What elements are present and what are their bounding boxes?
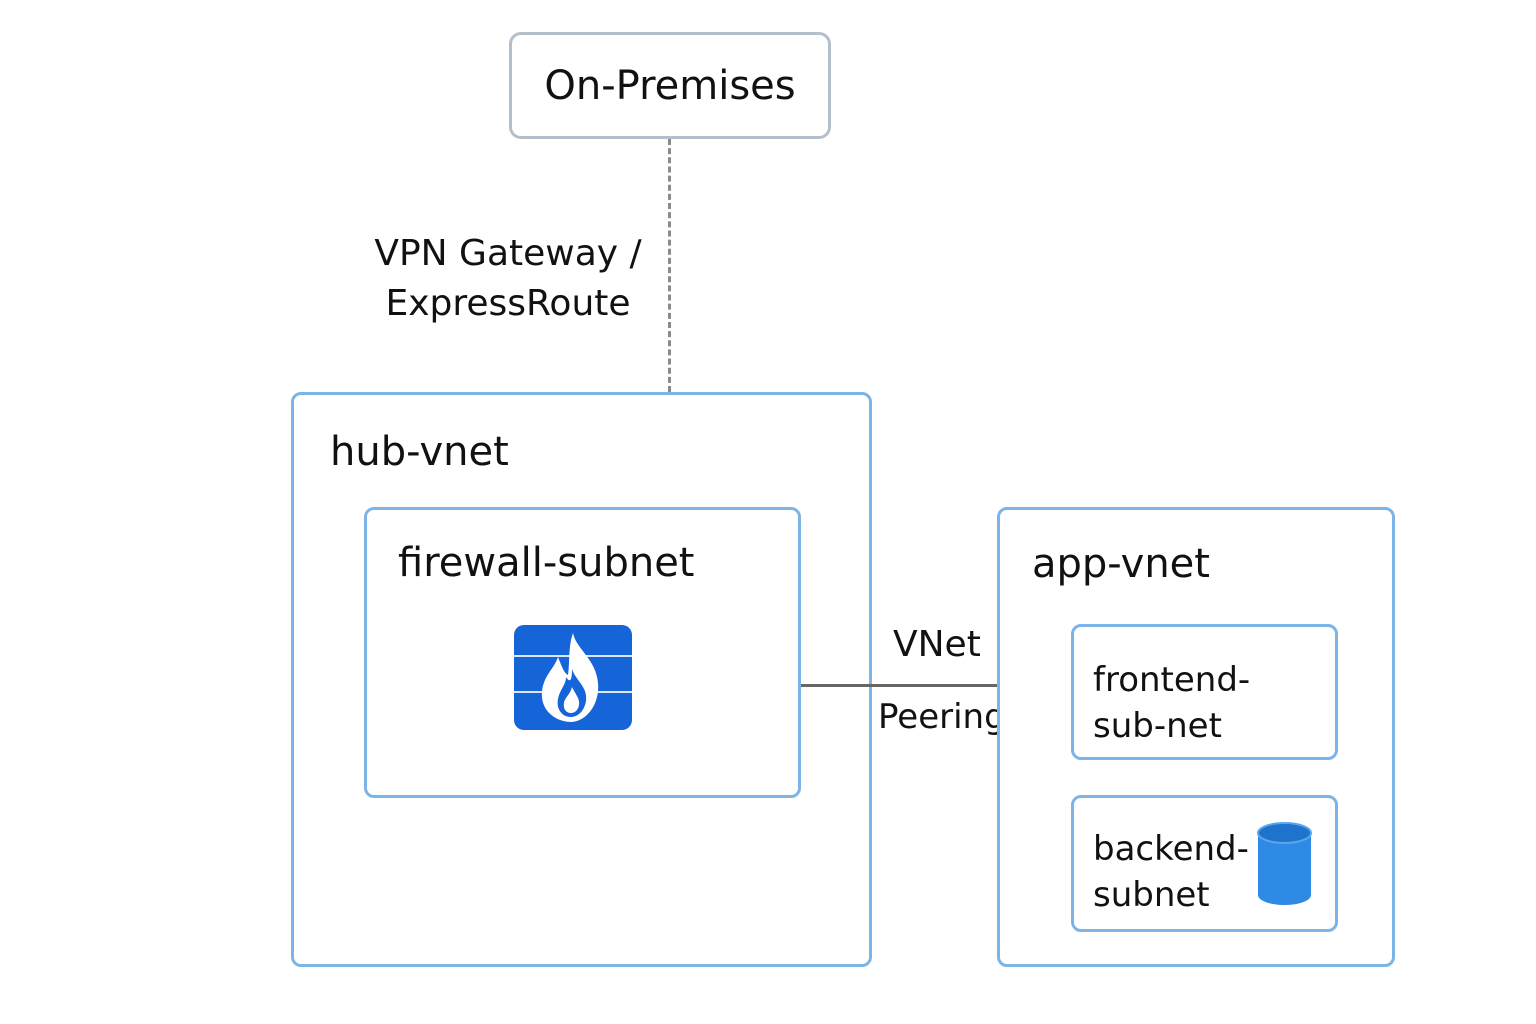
vpn-connection-line xyxy=(668,139,671,392)
vnet-peering-line xyxy=(801,684,1071,687)
on-premises-label: On-Premises xyxy=(544,62,796,109)
frontend-subnet-label: frontend-sub-net xyxy=(1093,660,1251,746)
frontend-subnet-container xyxy=(1071,624,1338,760)
on-premises-node: On-Premises xyxy=(509,32,831,139)
firewall-subnet-label: firewall-subnet xyxy=(398,540,695,586)
backend-subnet-label: backend-subnet xyxy=(1093,829,1249,915)
vpn-connection-label: VPN Gateway / ExpressRoute xyxy=(374,233,642,324)
vnet-peering-label-line2: Peering xyxy=(878,697,1006,737)
hub-vnet-label: hub-vnet xyxy=(330,429,509,475)
app-vnet-label: app-vnet xyxy=(1032,541,1210,587)
vnet-peering-label-line1: VNet xyxy=(893,624,981,665)
firewall-icon xyxy=(514,625,632,730)
database-icon xyxy=(1257,822,1312,905)
